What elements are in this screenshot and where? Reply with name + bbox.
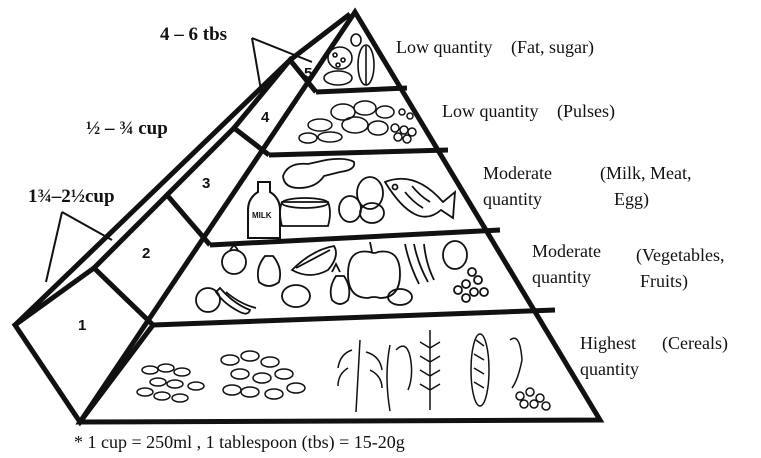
- level-4-description: Low quantity (Pulses): [442, 100, 615, 122]
- milk-label: MILK: [252, 211, 272, 220]
- fat-sugar-icon: [324, 34, 374, 85]
- tier-divider-4-3: [269, 150, 448, 155]
- level-5-quantity: Low quantity: [396, 37, 493, 57]
- footnote: * 1 cup = 250ml , 1 tablespoon (tbs) = 1…: [74, 432, 405, 453]
- level-4-quantity: Low quantity: [442, 101, 539, 121]
- level-5-foods: (Fat, sugar): [511, 37, 594, 57]
- level-3-quantity: Moderate quantity: [483, 162, 552, 210]
- fish-icon: [385, 179, 455, 218]
- cereals-icon: [137, 330, 550, 412]
- portion-label-lower: 1¾–2½cup: [28, 186, 115, 208]
- vegetables-icon: [196, 245, 336, 314]
- level-1-quantity: Highest quantity: [580, 332, 639, 380]
- step-number-4: 4: [261, 109, 270, 126]
- egg-icon: [339, 177, 384, 223]
- step-number-2: 2: [142, 245, 150, 262]
- level-1-foods: (Cereals): [662, 332, 728, 354]
- side-steps: [15, 14, 350, 422]
- step-number-1: 1: [78, 317, 86, 334]
- portion-label-top: 4 – 6 tbs: [160, 24, 227, 46]
- step-number-5: 5: [304, 65, 312, 82]
- level-3-foods: (Milk, Meat, Egg): [600, 162, 692, 210]
- level-2-quantity: Moderate quantity: [532, 240, 601, 288]
- portion-label-middle: ½ – ¾ cup: [86, 118, 168, 140]
- fruits-icon: [331, 241, 488, 305]
- tier-divider-5-4: [316, 88, 407, 92]
- level-4-foods: (Pulses): [557, 101, 615, 121]
- tier-divider-2-1: [153, 310, 555, 325]
- level-5-description: Low quantity (Fat, sugar): [396, 36, 594, 58]
- level-2-foods: (Vegetables, Fruits): [636, 244, 724, 292]
- pulses-icon: [299, 101, 416, 143]
- meat-icon: [280, 159, 354, 226]
- milk-bottle-icon: [248, 182, 280, 238]
- step-number-3: 3: [202, 175, 210, 192]
